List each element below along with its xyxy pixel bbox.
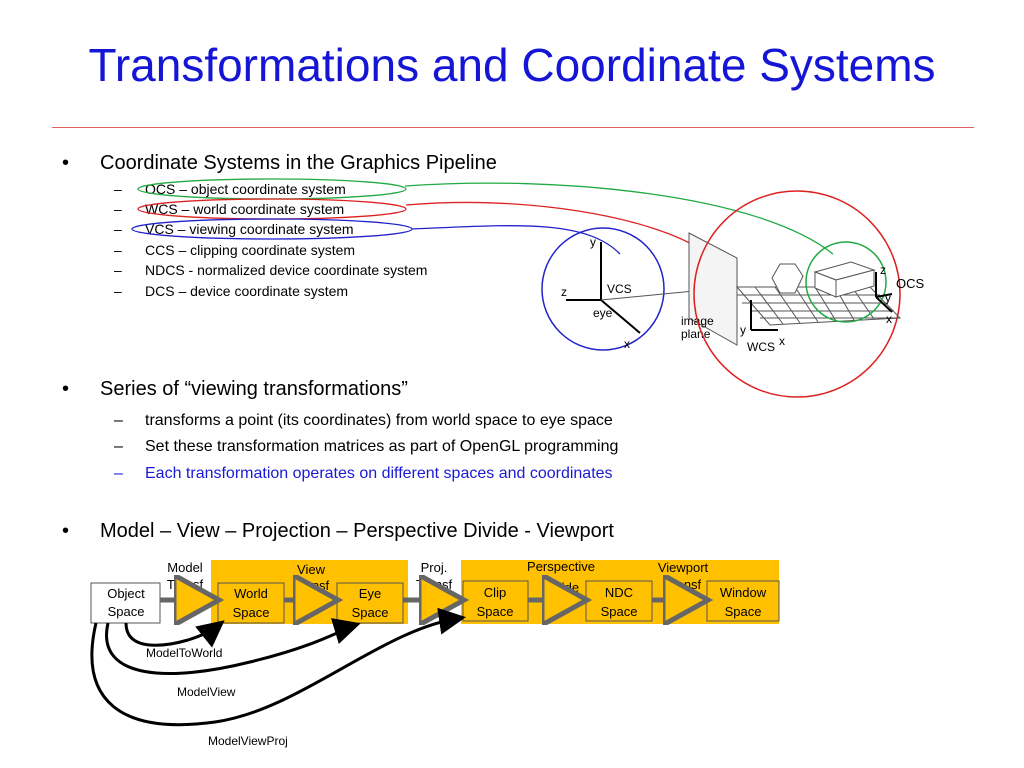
- perspective-divide-label-2: Divide: [543, 580, 579, 595]
- dash-glyph: –: [114, 412, 123, 429]
- vcs-x-axis: [600, 299, 641, 334]
- dash-glyph: –: [114, 262, 122, 278]
- ground-grid: [735, 286, 902, 326]
- dash-glyph: –: [114, 242, 122, 258]
- image-plane: [688, 232, 738, 346]
- list-item-matrices: Set these transformation matrices as par…: [145, 438, 619, 455]
- model-view-proj-curve: [90, 607, 466, 727]
- list-item-dcs: DCS – device coordinate system: [145, 283, 349, 299]
- perspective-divide-label-1: Perspective: [527, 559, 595, 574]
- list-item-transforms: transforms a point (its coordinates) fro…: [145, 412, 613, 429]
- model-transf-label-1: Model: [167, 560, 203, 575]
- model-to-world-label: ModelToWorld: [146, 646, 222, 660]
- ocs-connector: [404, 182, 834, 255]
- wcs-label: WCS: [747, 340, 775, 354]
- object-space-label-1: Object: [107, 586, 145, 601]
- model-view-curve: [105, 618, 361, 675]
- world-space-box: [217, 582, 285, 624]
- list-item-wcs: WCS – world coordinate system: [145, 201, 345, 217]
- vcs-y-label: y: [590, 235, 596, 249]
- bullet-glyph: •: [62, 378, 70, 400]
- world-space-label-2: Space: [233, 605, 270, 620]
- ndc-space-label-1: NDC: [605, 585, 633, 600]
- dash-glyph: –: [114, 181, 122, 197]
- clip-space-label-1: Clip: [484, 585, 506, 600]
- viewport-transf-label-2: Transf: [665, 577, 702, 592]
- ocs-circle: [805, 241, 887, 323]
- eye-space-label-1: Eye: [359, 586, 381, 601]
- wcs-x-label: x: [779, 334, 785, 348]
- slide-title: Transformations and Coordinate Systems: [88, 39, 936, 91]
- dash-glyph: –: [114, 283, 122, 299]
- proj-transf-label-1: Proj.: [421, 560, 448, 575]
- vcs-x-label: x: [624, 337, 630, 351]
- world-space-label-1: World: [234, 586, 268, 601]
- object-space-label-2: Space: [108, 604, 145, 619]
- list-item-ocs: OCS – object coordinate system: [145, 181, 346, 197]
- viewport-transf-label-1: Viewport: [658, 560, 709, 575]
- model-view-label: ModelView: [177, 685, 236, 699]
- dash-glyph: –: [114, 221, 122, 237]
- wcs-circle: [693, 190, 901, 398]
- ndc-space-label-2: Space: [601, 604, 638, 619]
- window-space-label-2: Space: [725, 604, 762, 619]
- wcs-connector: [405, 201, 706, 253]
- sphere-object: [771, 263, 804, 294]
- section2-heading: Series of “viewing transformations”: [100, 378, 408, 400]
- title-divider: [52, 127, 974, 128]
- eye-space-label-2: Space: [352, 605, 389, 620]
- ocs-x-axis: [875, 296, 893, 313]
- list-item-each-transformation: Each transformation operates on differen…: [145, 465, 613, 482]
- view-transf-label-1: View: [297, 562, 326, 577]
- section3-heading: Model – View – Projection – Perspective …: [100, 520, 614, 542]
- wcs-y-label: y: [740, 323, 746, 337]
- dash-glyph: –: [114, 201, 122, 217]
- view-transf-label-2: Transf: [293, 578, 330, 593]
- vcs-label: VCS: [607, 282, 632, 296]
- bullet-glyph: •: [62, 520, 70, 542]
- ocs-x-label: x: [886, 312, 892, 326]
- clip-space-box: [462, 580, 529, 622]
- model-transf-label-2: Transf: [167, 577, 204, 592]
- vcs-circle: [541, 227, 665, 351]
- vcs-z-label: z: [561, 285, 567, 299]
- window-space-label-1: Window: [720, 585, 767, 600]
- list-item-vcs: VCS – viewing coordinate system: [145, 221, 354, 237]
- list-item-ndcs: NDCS - normalized device coordinate syst…: [145, 262, 428, 278]
- clip-space-label-2: Space: [477, 604, 514, 619]
- box-object-side: [814, 271, 837, 298]
- list-item-ccs: CCS – clipping coordinate system: [145, 242, 356, 258]
- proj-transf-label-2: Transf: [416, 577, 453, 592]
- bullet-glyph: •: [62, 152, 70, 174]
- ocs-y-axis: [875, 293, 893, 298]
- ocs-label: OCS: [896, 276, 925, 291]
- vcs-connector: [411, 225, 621, 255]
- section1-heading: Coordinate Systems in the Graphics Pipel…: [100, 152, 497, 174]
- dash-glyph: –: [114, 465, 123, 482]
- ocs-z-label: z: [880, 263, 886, 277]
- object-space-box: [90, 582, 161, 624]
- model-to-world-curve: [124, 620, 225, 648]
- dash-glyph: –: [114, 438, 123, 455]
- model-view-proj-label: ModelViewProj: [208, 734, 288, 748]
- ocs-y-label: y: [885, 291, 891, 305]
- eye-label: eye: [593, 306, 613, 320]
